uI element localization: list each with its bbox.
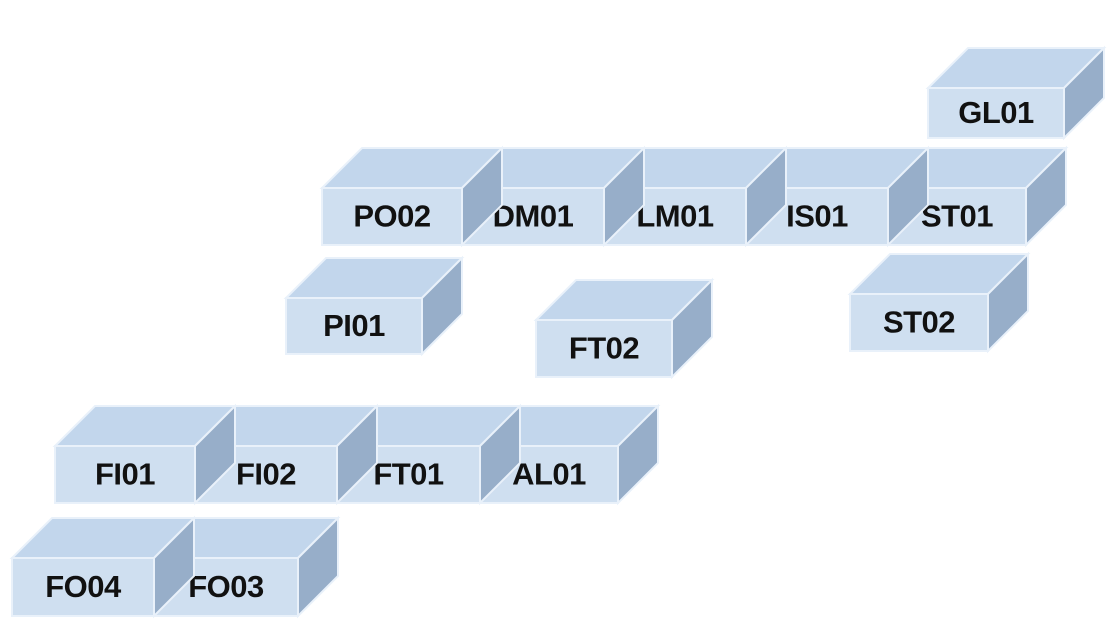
block-fi02: FI02: [192, 403, 380, 506]
block-label: LM01: [636, 199, 714, 234]
block-label: ST02: [883, 305, 955, 340]
block-pi01: PI01: [283, 255, 465, 357]
block-ft02: FT02: [533, 277, 715, 380]
block-gl01: GL01: [925, 45, 1107, 141]
block-label: IS01: [786, 199, 848, 234]
block-label: FO03: [188, 569, 264, 604]
block-fi01: FI01: [52, 403, 238, 506]
block-front-face: [927, 87, 1065, 139]
block-ft01: FT01: [334, 403, 523, 506]
block-label: ST01: [921, 199, 993, 234]
block-label: DM01: [493, 199, 574, 234]
block-label: FI01: [95, 457, 155, 492]
block-front-face: [54, 445, 196, 504]
block-label: PI01: [323, 308, 385, 343]
block-label: GL01: [958, 95, 1034, 130]
block-po02: PO02: [319, 145, 505, 248]
block-front-face: [11, 557, 155, 617]
block-label: FT01: [373, 457, 444, 492]
block-front-face: [535, 319, 673, 378]
block-label: AL01: [512, 457, 586, 492]
block-label: PO02: [353, 199, 430, 234]
block-fo04: FO04: [9, 515, 197, 619]
block-st02: ST02: [847, 251, 1031, 354]
block-front-face: [285, 297, 423, 355]
block-front-face: [321, 187, 463, 246]
block-label: FT02: [569, 331, 639, 366]
block-front-face: [849, 293, 989, 352]
block-label: FO04: [45, 569, 122, 604]
block-label: FI02: [236, 457, 296, 492]
